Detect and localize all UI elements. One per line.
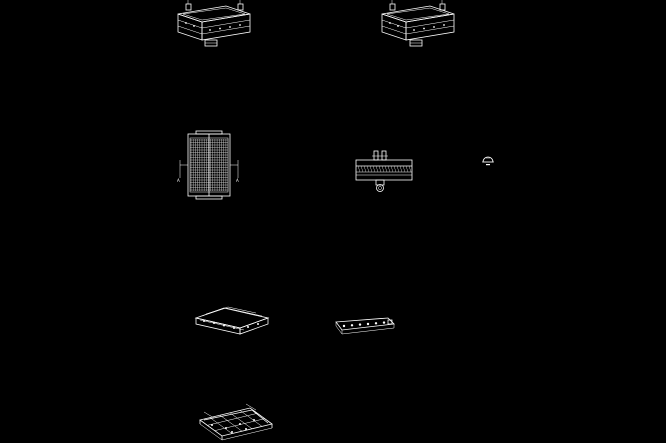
drafting-line: [366, 165, 370, 173]
drafting-line: [363, 165, 367, 173]
drafting-line: [209, 417, 233, 434]
drafting-line: [372, 165, 376, 173]
drafting-line: [369, 165, 373, 173]
iso-box-right-view: [381, 0, 455, 47]
section-marker-right: A: [236, 178, 239, 183]
side-section-view: [355, 150, 413, 192]
drafting-line: [393, 165, 397, 173]
iso-frame-view: [199, 403, 273, 441]
drafting-line: [387, 165, 391, 173]
drafting-line: [399, 165, 403, 173]
drafting-line: [229, 412, 253, 430]
drafting-line: [381, 165, 385, 173]
iso-rail-view: [335, 317, 395, 335]
drafting-line: [207, 413, 258, 426]
iso-plate-view: [194, 306, 270, 335]
section-marker-left: A: [177, 178, 180, 183]
drafting-line: [378, 165, 382, 173]
drafting-line: [360, 165, 364, 173]
drafting-line: [390, 165, 394, 173]
drafting-line: [375, 165, 379, 173]
small-detail-view: [482, 156, 494, 166]
iso-box-left-view: [177, 0, 251, 47]
drafting-line: [402, 165, 406, 173]
drafting-line: [219, 414, 243, 432]
drafting-line: [396, 165, 400, 173]
plan-grid-view: A A: [177, 130, 239, 200]
drafting-line: [239, 410, 263, 427]
drafting-line: [405, 165, 409, 173]
drafting-line: [384, 165, 388, 173]
drafting-line: [357, 165, 361, 173]
drafting-line: [408, 165, 412, 173]
